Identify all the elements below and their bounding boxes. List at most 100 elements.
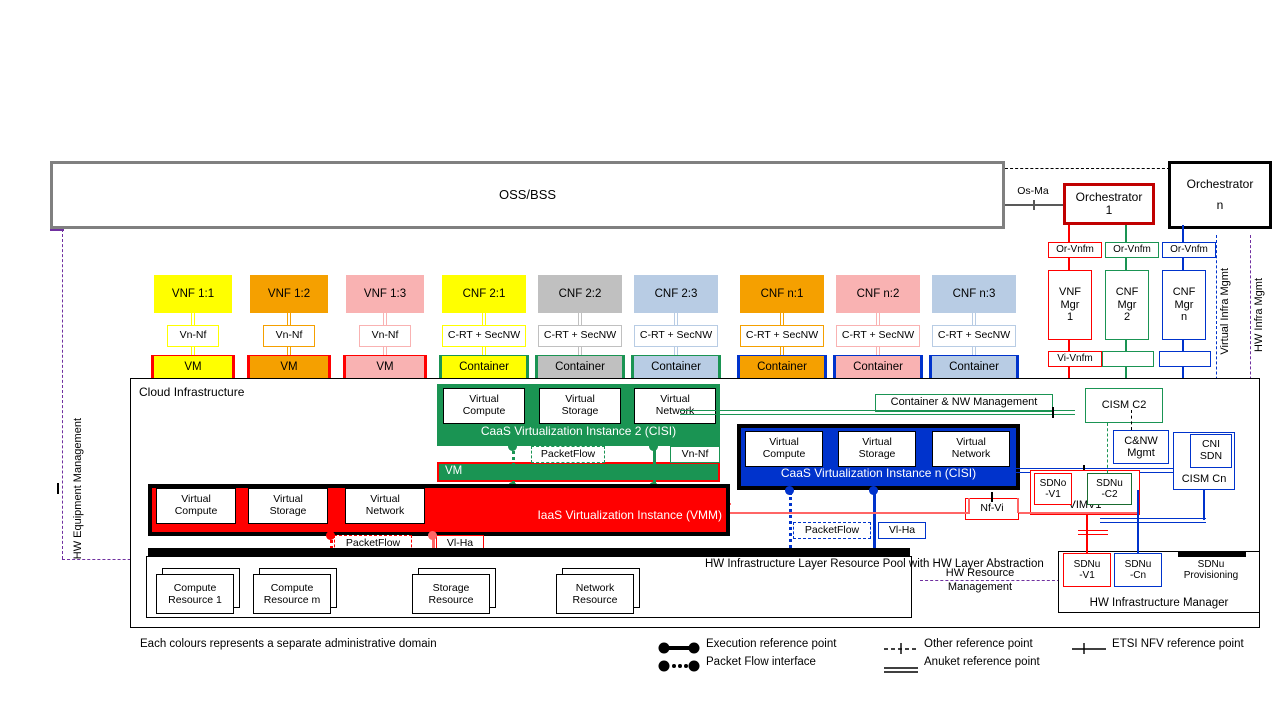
vn-nf-ref-cisi2[interactable]: Vn-Nf — [670, 446, 720, 463]
ossbss-box[interactable]: OSS/BSS — [50, 161, 1005, 229]
iaas-virtual-compute[interactable]: Virtual Compute — [156, 488, 236, 524]
manager-box-line1: CNF — [1172, 286, 1196, 299]
runtime-box-vm[interactable]: VM — [250, 356, 328, 378]
sdnu-provisioning-top-bar — [1178, 551, 1246, 557]
function-box-cnf-n-1[interactable]: CNF n:1 — [740, 275, 824, 313]
iaas-virtual-storage[interactable]: Virtual Storage — [248, 488, 328, 524]
vres-line1: Virtual — [769, 436, 799, 449]
packetflow-ref-cisin[interactable]: PacketFlow — [793, 522, 871, 539]
vl-ha-dot-red-top — [428, 531, 437, 540]
interface-box-c-rt-secnw[interactable]: C-RT + SecNW — [740, 325, 824, 347]
runtime-box-container[interactable]: Container — [538, 356, 622, 378]
runtime-box-label: Container — [853, 360, 903, 373]
legend-other-icon — [884, 641, 918, 659]
hw-infra-mgmt-divider — [1250, 235, 1251, 425]
container-nw-management-box[interactable]: Container & NW Management — [875, 394, 1053, 412]
sdnu-c2-box[interactable]: SDNu -C2 — [1087, 473, 1132, 505]
cisi2-virtual-storage[interactable]: Virtual Storage — [539, 388, 621, 424]
anuket-line-green — [680, 410, 1075, 415]
interface-box-c-rt-secnw[interactable]: C-RT + SecNW — [932, 325, 1016, 347]
function-box-vnf-1-3[interactable]: VNF 1:3 — [346, 275, 424, 313]
cisi2-virtual-network[interactable]: Virtual Network — [634, 388, 716, 424]
orchestrator-1-line2: 1 — [1105, 203, 1113, 217]
or-vnfm-ref-2[interactable]: Or-Vnfm — [1162, 242, 1216, 258]
manager-box-line2: Mgr — [1060, 298, 1080, 311]
runtime-box-container[interactable]: Container — [836, 356, 920, 378]
vm-green-bar[interactable]: VM — [437, 462, 720, 482]
sdnu-c2-line2: -C2 — [1101, 489, 1118, 500]
interface-box-label: Vn-Nf — [275, 329, 303, 342]
interface-box-vn-nf[interactable]: Vn-Nf — [263, 325, 315, 347]
runtime-box-container[interactable]: Container — [634, 356, 718, 378]
sdnu-v1-box[interactable]: SDNu -V1 — [1063, 553, 1111, 587]
lower-ref-2[interactable] — [1159, 351, 1211, 367]
cisin-virtual-compute[interactable]: Virtual Compute — [745, 431, 823, 467]
function-box-vnf-1-2[interactable]: VNF 1:2 — [250, 275, 328, 313]
function-box-label: CNF n:3 — [952, 287, 996, 300]
iaas-virtual-network[interactable]: Virtual Network — [345, 488, 425, 524]
orchestrator-1-line1: Orchestrator — [1075, 190, 1143, 205]
function-box-cnf-2-3[interactable]: CNF 2:3 — [634, 275, 718, 313]
sdnu-cn-box[interactable]: SDNu -Cn — [1114, 553, 1162, 587]
cni-sdn-line1: CNI — [1201, 438, 1221, 451]
runtime-box-vm[interactable]: VM — [154, 356, 232, 378]
vl-ha-ref-cisin[interactable]: Vl-Ha — [878, 522, 926, 539]
cni-sdn-box[interactable]: CNI SDN — [1190, 434, 1232, 468]
runtime-box-container[interactable]: Container — [932, 356, 1016, 378]
interface-box-vn-nf[interactable]: Vn-Nf — [359, 325, 411, 347]
cismcn-down-line — [1203, 490, 1205, 520]
interface-box-label: C-RT + SecNW — [937, 329, 1011, 342]
interface-box-label: C-RT + SecNW — [745, 329, 819, 342]
lower-ref-0[interactable]: Vi-Vnfm — [1048, 351, 1102, 367]
sdnu-c2-line1: SDNu — [1096, 478, 1123, 489]
runtime-box-vm[interactable]: VM — [346, 356, 424, 378]
interface-box-c-rt-secnw[interactable]: C-RT + SecNW — [442, 325, 526, 347]
sdno-v1-box[interactable]: SDNo -V1 — [1034, 473, 1072, 505]
cisin-virtual-storage[interactable]: Virtual Storage — [838, 431, 916, 467]
orchestrator-1-box[interactable]: Orchestrator 1 — [1063, 183, 1155, 225]
runtime-box-container[interactable]: Container — [740, 356, 824, 378]
or-vnfm-ref-0[interactable]: Or-Vnfm — [1048, 242, 1102, 258]
or-vnfm-label: Or-Vnfm — [1056, 243, 1094, 255]
cisi2-virtual-compute[interactable]: Virtual Compute — [443, 388, 525, 424]
function-box-cnf-n-2[interactable]: CNF n:2 — [836, 275, 920, 313]
cnw-mgmt-box[interactable]: C&NW Mgmt — [1113, 430, 1169, 464]
interface-box-c-rt-secnw[interactable]: C-RT + SecNW — [836, 325, 920, 347]
manager-box-line3: 1 — [1066, 311, 1074, 324]
cism-c2-box[interactable]: CISM C2 — [1085, 388, 1163, 423]
os-ma-tick — [1033, 199, 1035, 210]
runtime-box-label: VM — [184, 360, 202, 373]
interface-box-c-rt-secnw[interactable]: C-RT + SecNW — [538, 325, 622, 347]
vm-green-bar-label: VM — [445, 465, 463, 477]
vres-line2: Storage — [269, 505, 307, 517]
packetflow-dot-blue-top — [785, 486, 794, 495]
cisin-virtual-network[interactable]: Virtual Network — [932, 431, 1010, 467]
vres-line2: Compute — [174, 505, 218, 517]
iaas-virtualization-instance[interactable] — [152, 488, 726, 532]
interface-box-c-rt-secnw[interactable]: C-RT + SecNW — [634, 325, 718, 347]
cnw-dashed — [1131, 410, 1132, 430]
runtime-box-container[interactable]: Container — [442, 356, 526, 378]
runtime-box-label: Container — [555, 360, 605, 373]
legend-etsi-label: ETSI NFV reference point — [1112, 638, 1244, 650]
packetflow-ref-cisi2[interactable]: PacketFlow — [531, 446, 605, 463]
cloud-infrastructure-label: Cloud Infrastructure — [139, 385, 245, 399]
function-box-cnf-n-3[interactable]: CNF n:3 — [932, 275, 1016, 313]
vres-line1: Virtual — [862, 436, 892, 449]
or-vnfm-ref-1[interactable]: Or-Vnfm — [1105, 242, 1159, 258]
function-box-cnf-2-1[interactable]: CNF 2:1 — [442, 275, 526, 313]
sdnu-cn-line2: -Cn — [1129, 570, 1147, 581]
orchestrator-n-box[interactable]: Orchestrator n — [1168, 161, 1272, 229]
function-box-vnf-1-1[interactable]: VNF 1:1 — [154, 275, 232, 313]
sdnu-provisioning-box[interactable]: SDNu Provisioning — [1170, 553, 1252, 587]
function-box-cnf-2-2[interactable]: CNF 2:2 — [538, 275, 622, 313]
lower-ref-1[interactable] — [1102, 351, 1154, 367]
interface-box-vn-nf[interactable]: Vn-Nf — [167, 325, 219, 347]
